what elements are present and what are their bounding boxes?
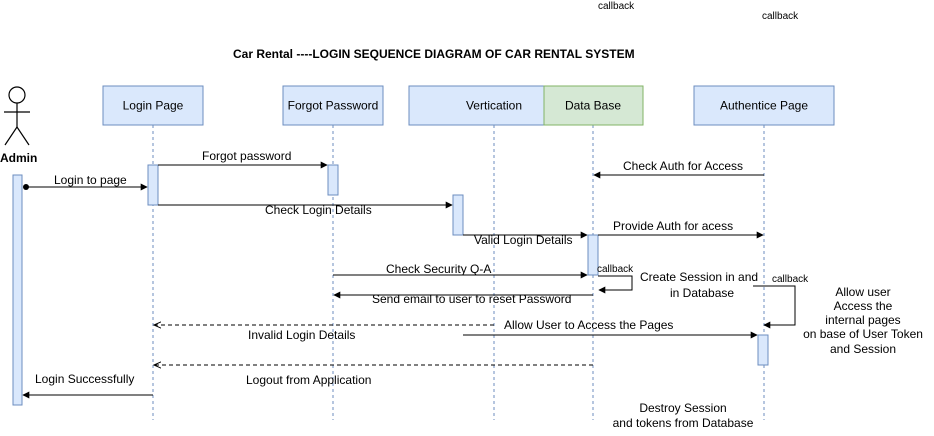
note-allow-user-3: internal pages: [825, 313, 900, 327]
note-allow-user-1: Allow user: [835, 285, 890, 299]
msg-valid-login-details: Valid Login Details: [474, 233, 573, 247]
note-destroy-session-1: Destroy Session: [639, 401, 726, 415]
msg-invalid-login-details: Invalid Login Details: [248, 328, 355, 342]
note-allow-user-4: on base of User Token: [803, 327, 923, 341]
msg-login-successfully: Login Successfully: [35, 372, 134, 386]
note-allow-user: Allow user Access the internal pages on …: [803, 285, 923, 356]
callback-note-top-2: callback: [762, 11, 799, 22]
msg-check-auth-for-access: Check Auth for Access: [623, 159, 743, 173]
admin-label: Admin: [0, 151, 37, 165]
participant-login-page-label: Login Page: [123, 99, 184, 113]
activation-forgot-password: [327, 164, 339, 196]
msg-provide-auth-for-access: Provide Auth for acess: [613, 219, 733, 233]
activation-login-page: [147, 164, 159, 206]
msg-send-email-reset: Send email to user to reset Password: [372, 292, 571, 306]
msg-check-security-qa: Check Security Q-A: [386, 262, 491, 276]
participant-forgot-password: Forgot Password: [282, 85, 384, 126]
activation-verification: [452, 194, 464, 236]
participant-forgot-password-label: Forgot Password: [288, 99, 379, 113]
msg-logout-from-application: Logout from Application: [246, 373, 371, 387]
msg-check-login-details: Check Login Details: [265, 203, 372, 217]
participant-login-page: Login Page: [102, 85, 204, 126]
note-create-session-1: Create Session in and: [640, 270, 758, 284]
participant-authentic-page-label: Authentice Page: [720, 99, 808, 113]
participant-verification-label: Vertication: [466, 99, 522, 113]
callback-note-db: callback: [597, 264, 634, 275]
participant-verification: Vertication: [408, 85, 545, 126]
activation-database: [587, 234, 599, 276]
participant-database-label: Data Base: [565, 99, 621, 113]
participant-database: Data Base: [543, 85, 644, 126]
activation-admin: [12, 174, 23, 406]
msg-login-to-page: Login to page: [54, 173, 127, 187]
participant-authentic-page: Authentice Page: [693, 85, 835, 126]
admin-actor: [4, 86, 30, 146]
callback-note-top-1: callback: [598, 1, 635, 12]
note-allow-user-2: Access the: [834, 299, 893, 313]
diagram-title: Car Rental ----LOGIN SEQUENCE DIAGRAM OF…: [233, 47, 635, 61]
note-destroy-session-2: and tokens from Database: [613, 416, 754, 430]
msg-allow-user-access: Allow User to Access the Pages: [504, 318, 673, 332]
arrow-auth-self-callback: [753, 285, 796, 329]
activation-authentic-page: [757, 334, 769, 366]
msg-forgot-password: Forgot password: [202, 149, 291, 163]
arrow-db-self-callback: [598, 275, 633, 294]
callback-note-auth: callback: [772, 274, 809, 285]
note-create-session-2: in Database: [670, 286, 734, 300]
note-allow-user-5: and Session: [830, 342, 896, 356]
